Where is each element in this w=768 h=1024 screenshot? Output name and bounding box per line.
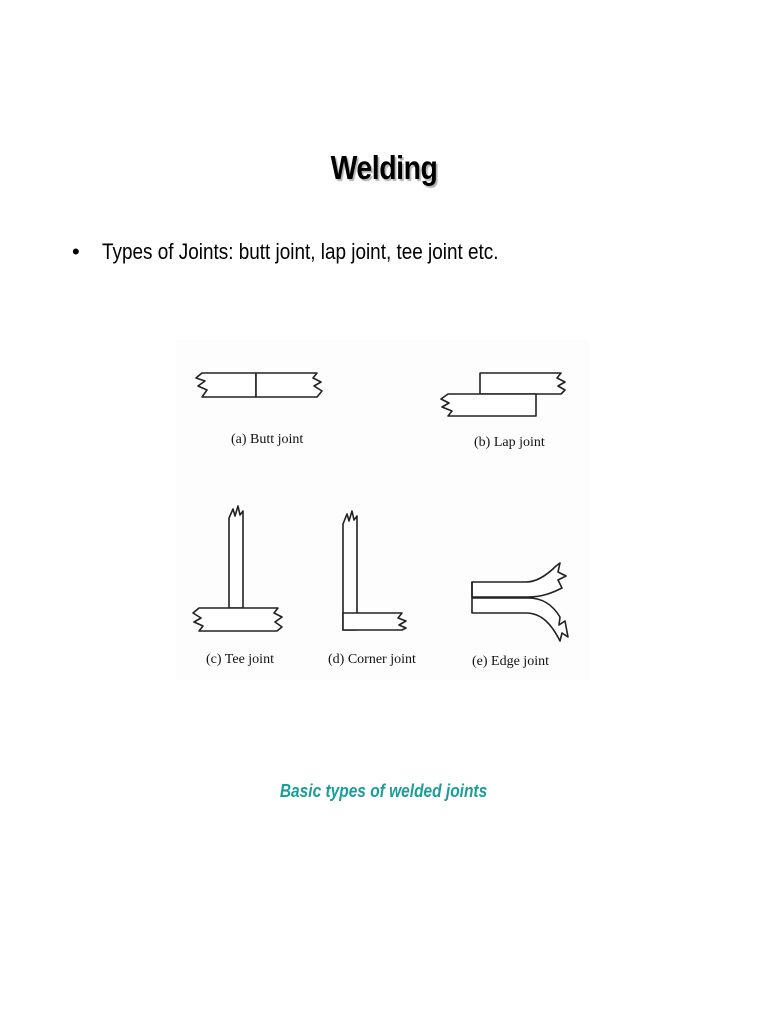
joints-diagram: (a) Butt joint (b) Lap joint (c) Tee joi… xyxy=(192,372,569,669)
lap-joint-drawing xyxy=(440,372,566,417)
caption-text: Basic types of welded joints xyxy=(280,781,488,801)
welded-joints-figure: (a) Butt joint (b) Lap joint (c) Tee joi… xyxy=(176,340,590,680)
slide-title: Welding xyxy=(330,149,438,186)
tee-vertical-plate xyxy=(228,505,244,609)
edge-upper-plate xyxy=(471,562,567,598)
tee-base-plate xyxy=(192,607,283,632)
butt-right-plate xyxy=(255,372,323,398)
corner-horizontal-plate xyxy=(342,612,407,631)
bullet-icon: • xyxy=(72,239,80,264)
label-corner-joint: (d) Corner joint xyxy=(328,652,416,667)
bullet-text: Types of Joints: butt joint, lap joint, … xyxy=(102,239,499,264)
label-lap-joint: (b) Lap joint xyxy=(474,435,545,450)
butt-left-plate xyxy=(195,372,257,398)
figure-caption: Basic types of welded joints xyxy=(0,778,768,804)
label-butt-joint: (a) Butt joint xyxy=(231,432,303,447)
corner-vertical-plate xyxy=(342,510,358,631)
edge-joint-drawing xyxy=(471,562,569,642)
label-edge-joint: (e) Edge joint xyxy=(472,654,549,669)
edge-lower-plate xyxy=(471,581,569,642)
butt-joint-drawing xyxy=(195,372,323,398)
lap-top-plate xyxy=(479,372,566,395)
bullet-item: • Types of Joints: butt joint, lap joint… xyxy=(72,236,563,268)
corner-joint-drawing xyxy=(342,510,407,631)
lap-bottom-plate xyxy=(440,393,537,417)
tee-joint-drawing xyxy=(192,505,283,632)
label-tee-joint: (c) Tee joint xyxy=(206,652,274,667)
